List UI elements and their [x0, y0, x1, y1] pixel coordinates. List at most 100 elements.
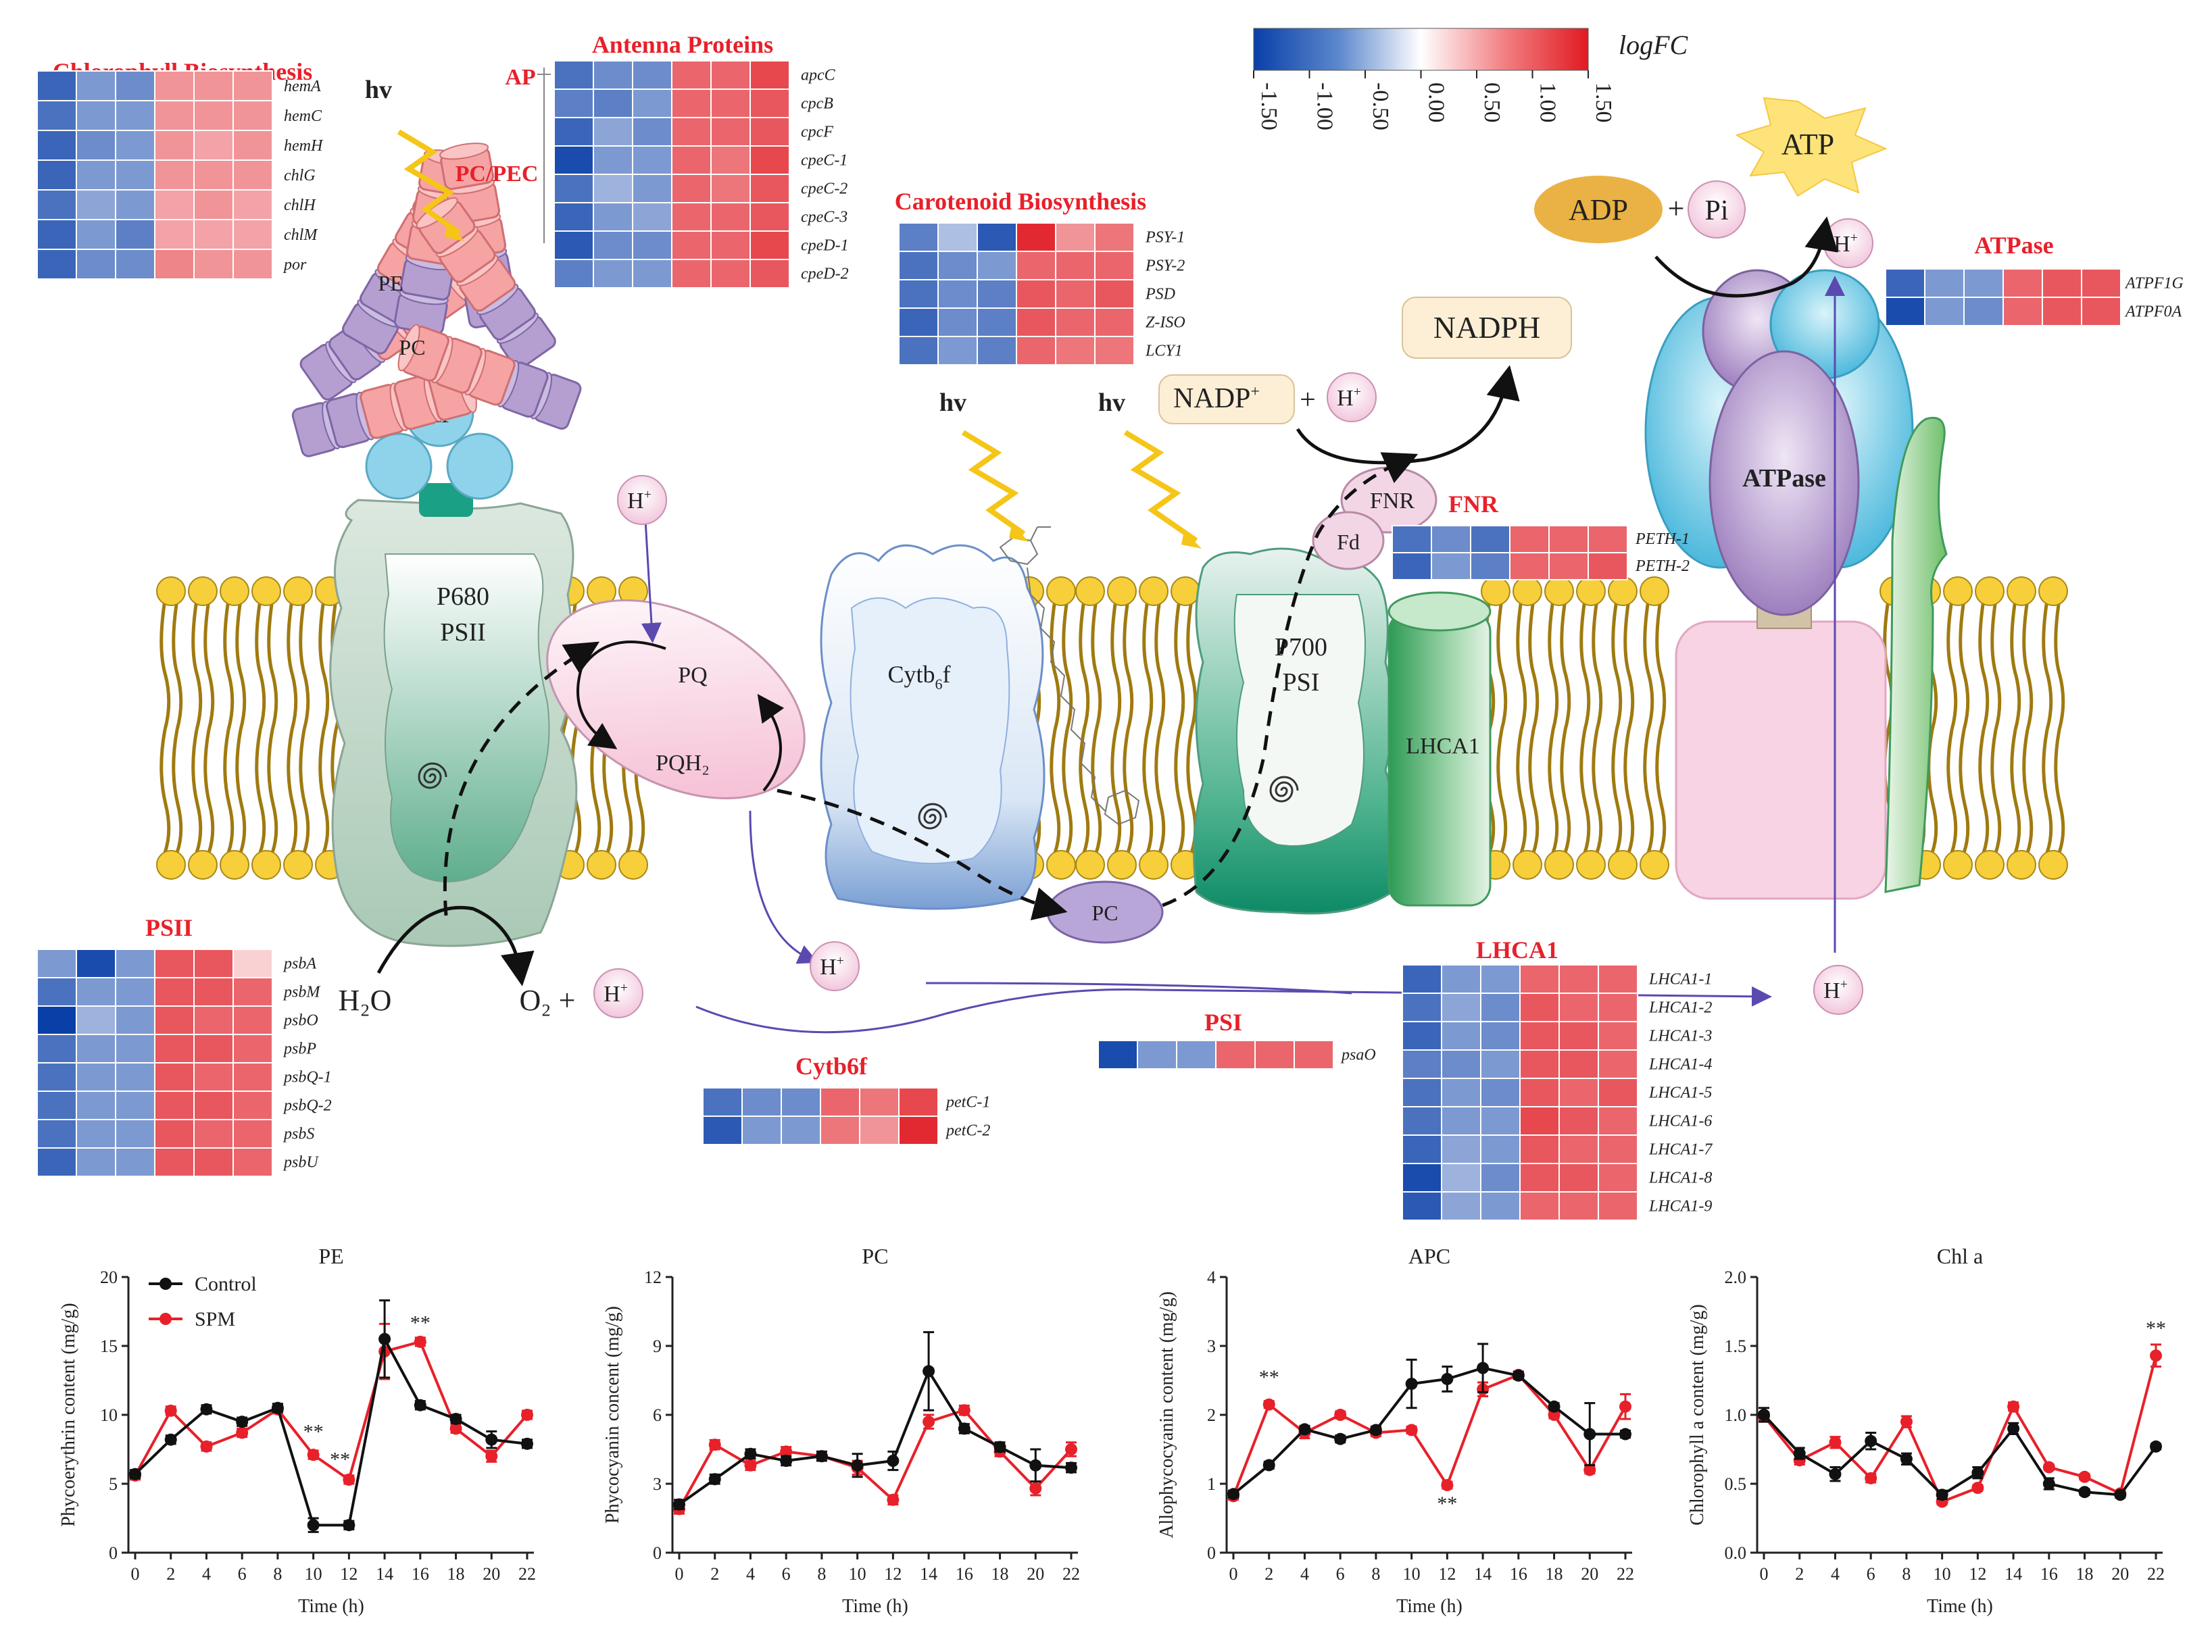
- heatmap-cell: [593, 60, 633, 90]
- heatmap-cell: [898, 1087, 939, 1117]
- heatmap-cell: [1055, 307, 1096, 337]
- y-axis-label: Chlorophyll a content (mg/g): [1687, 1304, 1708, 1525]
- gene-label: PETH-2: [1635, 557, 1690, 575]
- y-tick-label: 20: [100, 1268, 118, 1287]
- data-point: [1405, 1424, 1418, 1436]
- x-tick-label: 10: [1403, 1564, 1421, 1584]
- heatmap-cell: [1055, 336, 1096, 366]
- plastocyanin: PC: [1046, 880, 1164, 944]
- gene-label: cpcF: [801, 124, 833, 141]
- data-point: [236, 1426, 249, 1439]
- heatmap-cell: [36, 1091, 77, 1120]
- heatmap-cell: [36, 1034, 77, 1063]
- heatmap-cell: [937, 307, 978, 337]
- series-line: [134, 1340, 529, 1482]
- series-control: [1227, 1343, 1631, 1501]
- heatmap-cell: [115, 70, 155, 101]
- heatmap-cell: [710, 230, 751, 260]
- heatmap-cell: [671, 60, 712, 90]
- heatmap-cell: [1402, 1021, 1442, 1051]
- heatmap-cell: [115, 1091, 155, 1120]
- data-point: [1441, 1479, 1454, 1492]
- heatmap-cell: [977, 307, 1017, 337]
- data-point: [1971, 1482, 1984, 1495]
- legend-tick: -1.50: [1256, 82, 1281, 130]
- heatmap-cell: [1055, 251, 1096, 280]
- heatmap-cell: [154, 1005, 195, 1035]
- heatmap-cell: [1254, 1040, 1295, 1070]
- legend-tick: 1.50: [1591, 82, 1616, 123]
- gene-label: PETH-1: [1635, 530, 1690, 548]
- x-tick-label: 0: [131, 1564, 140, 1584]
- lipid: [1139, 576, 1169, 880]
- gene-label: chlG: [284, 167, 316, 184]
- x-tick-label: 10: [1934, 1564, 1951, 1584]
- gene-label: psbQ-1: [282, 1069, 332, 1086]
- heatmap-antenna: Antenna ProteinsapcCcpcBcpcFcpeC-1cpeC-2…: [554, 31, 849, 289]
- heatmap-cell: [36, 977, 77, 1007]
- heatmap-cell: [1215, 1040, 1256, 1070]
- svg-text:H+: H+: [627, 487, 652, 514]
- heatmap-cell: [232, 1034, 273, 1063]
- series-spm: [1227, 1368, 1631, 1503]
- heatmap-cell: [1598, 1021, 1638, 1051]
- data-point: [1262, 1459, 1275, 1472]
- data-point: [1971, 1466, 1984, 1479]
- x-axis-label: Time (h): [298, 1596, 364, 1617]
- heatmap-cell: [1480, 1106, 1521, 1136]
- heatmap-cell: [1480, 1134, 1521, 1164]
- gene-label: cpeC-2: [801, 180, 847, 198]
- heatmap-cell: [671, 174, 712, 203]
- heatmap-cell: [1548, 525, 1589, 553]
- x-tick-label: 20: [2111, 1564, 2129, 1584]
- gene-label: LHCA1-3: [1648, 1028, 1712, 1045]
- heatmap-cell: [232, 1062, 273, 1092]
- data-point: [164, 1433, 177, 1446]
- antenna-bracket: AP PC/PEC: [456, 65, 551, 243]
- data-point: [200, 1403, 213, 1416]
- heatmap-title: Carotenoid Biosynthesis: [895, 188, 1146, 215]
- data-point: [780, 1445, 793, 1458]
- heatmap-cell: [2081, 268, 2121, 298]
- data-point: [521, 1409, 533, 1421]
- x-tick-label: 0: [1229, 1564, 1238, 1584]
- lipid: [1640, 576, 1669, 880]
- chart-title: APC: [1408, 1244, 1450, 1268]
- hv-label: hv: [365, 76, 392, 104]
- heatmap-cell: [2002, 297, 2043, 326]
- y-tick-label: 1.0: [1725, 1405, 1747, 1425]
- heatmap-cell: [1480, 1163, 1521, 1193]
- heatmap-cell: [710, 60, 751, 90]
- significance-mark: **: [330, 1448, 350, 1470]
- heatmap-cell: [593, 259, 633, 289]
- cytb6f-label: Cytb6f: [887, 661, 950, 693]
- heatmap-carot: Carotenoid BiosynthesisPSY-1PSY-2PSDZ-IS…: [895, 188, 1185, 366]
- heatmap-cell: [749, 60, 790, 90]
- significance-mark: **: [410, 1312, 431, 1334]
- y-tick-label: 2: [1207, 1405, 1216, 1425]
- heatmap-cell: [1016, 336, 1056, 366]
- data-point: [887, 1455, 900, 1467]
- nadp-plus-label: +: [1300, 384, 1316, 416]
- legend-tick: 0.00: [1424, 82, 1449, 123]
- heatmap-title: ATPase: [1974, 232, 2053, 259]
- heatmap-cell: [632, 230, 672, 260]
- lipid: [156, 576, 186, 880]
- legend-tick: 1.00: [1535, 82, 1560, 123]
- heatmap-cell: [36, 219, 77, 250]
- heatmap-cell: [1598, 1078, 1638, 1107]
- y-tick-label: 3: [1207, 1336, 1216, 1356]
- heatmap-cell: [1519, 993, 1560, 1022]
- data-point: [1029, 1459, 1042, 1472]
- svg-text:H+: H+: [604, 980, 628, 1007]
- x-tick-label: 12: [340, 1564, 358, 1584]
- atpase-complex-label: ATPase: [1742, 464, 1826, 493]
- heatmap-cell: [1558, 1134, 1599, 1164]
- data-point: [1793, 1447, 1806, 1460]
- gene-label: psbQ-2: [282, 1097, 332, 1115]
- heatmap-cell: [1094, 251, 1135, 280]
- heatmap-cell: [36, 189, 77, 220]
